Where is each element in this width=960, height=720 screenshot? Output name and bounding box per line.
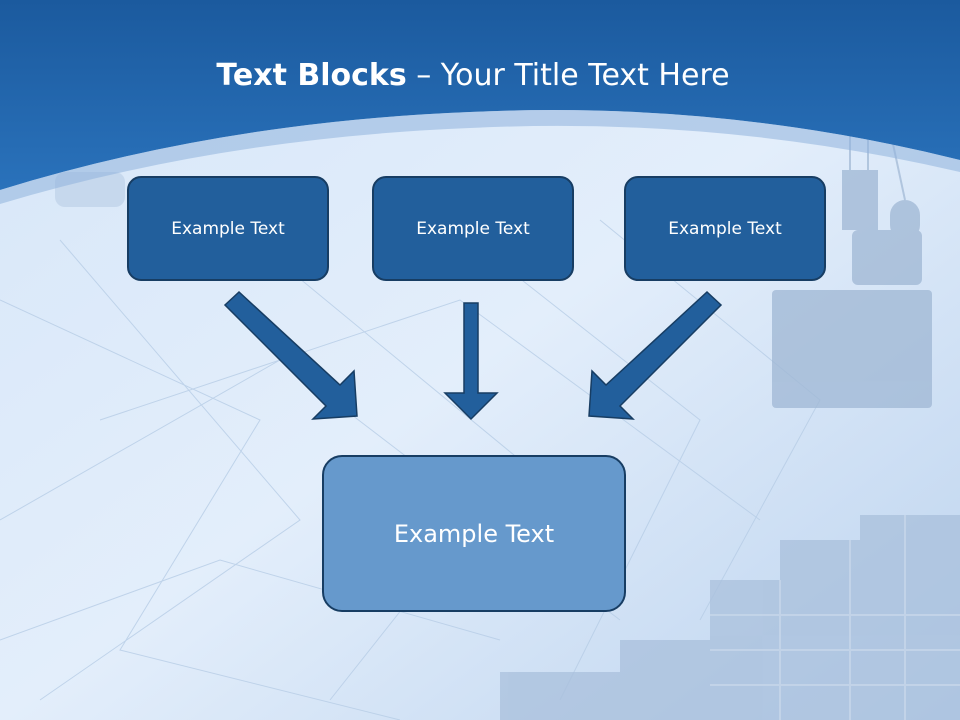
text-block-2: Example Text bbox=[372, 176, 574, 281]
title-bold: Text Blocks bbox=[216, 58, 407, 93]
arrow-right bbox=[588, 290, 723, 420]
title-rest: – Your Title Text Here bbox=[406, 58, 730, 93]
text-block-3: Example Text bbox=[624, 176, 826, 281]
arrow-left bbox=[223, 290, 358, 420]
arrow-middle bbox=[443, 302, 499, 421]
page-title: Text Blocks – Your Title Text Here bbox=[0, 56, 946, 96]
text-block-1: Example Text bbox=[127, 176, 329, 281]
text-block-result: Example Text bbox=[322, 455, 626, 612]
